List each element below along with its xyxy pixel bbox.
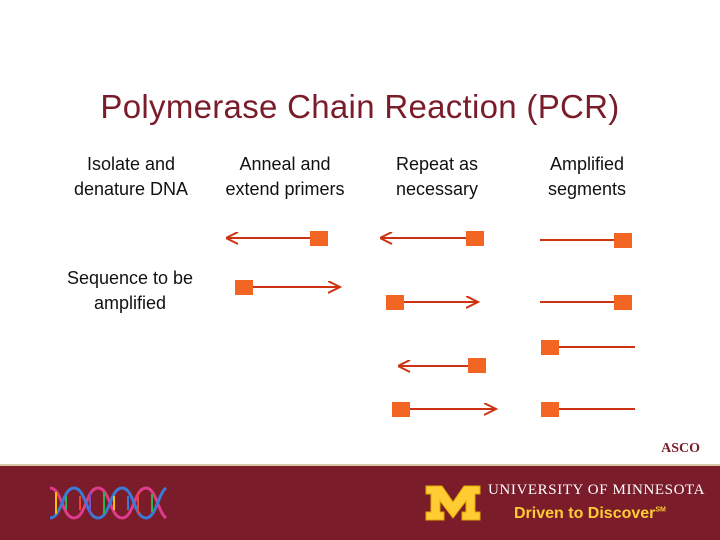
strand-anneal-bottom: [235, 280, 340, 295]
strand-repeat-4: [392, 402, 496, 417]
primer-block: [310, 231, 328, 246]
column-heading-amplified: Amplified segments: [547, 154, 627, 199]
footer-bar: [0, 466, 720, 540]
tagline-text: Driven to Discover: [514, 505, 656, 522]
sequence-label: Sequence to be amplified: [66, 268, 194, 313]
strand-anneal-top: [226, 231, 328, 246]
segment-amplified-2: [540, 295, 632, 310]
service-mark: SM: [655, 506, 666, 514]
primer-block: [386, 295, 404, 310]
primer-block: [468, 358, 486, 373]
column-heading-isolate: Isolate and denature DNA: [73, 154, 189, 199]
university-tagline: Driven to DiscoverSM: [514, 505, 666, 523]
strand-repeat-1: [380, 231, 484, 246]
source-label: ASCO: [661, 441, 700, 456]
university-name: UNIVERSITY OF MINNESOTA: [488, 482, 706, 498]
primer-block: [614, 233, 632, 248]
slide-title: Polymerase Chain Reaction (PCR): [100, 88, 620, 125]
primer-block: [392, 402, 410, 417]
primer-block: [466, 231, 484, 246]
segment-amplified-3: [541, 340, 635, 355]
primer-block: [541, 402, 559, 417]
primer-block: [614, 295, 632, 310]
strand-repeat-3: [398, 358, 486, 373]
strand-repeat-2: [386, 295, 478, 310]
footer-divider: [0, 464, 720, 466]
university-m-logo-icon: [425, 485, 481, 521]
primer-block: [235, 280, 253, 295]
primer-block: [541, 340, 559, 355]
dna-helix-icon: [49, 486, 168, 520]
pcr-diagram: [226, 231, 635, 417]
column-heading-repeat: Repeat as necessary: [395, 154, 479, 199]
segment-amplified-4: [541, 402, 635, 417]
segment-amplified-1: [540, 233, 632, 248]
column-heading-anneal: Anneal and extend primers: [225, 154, 345, 199]
